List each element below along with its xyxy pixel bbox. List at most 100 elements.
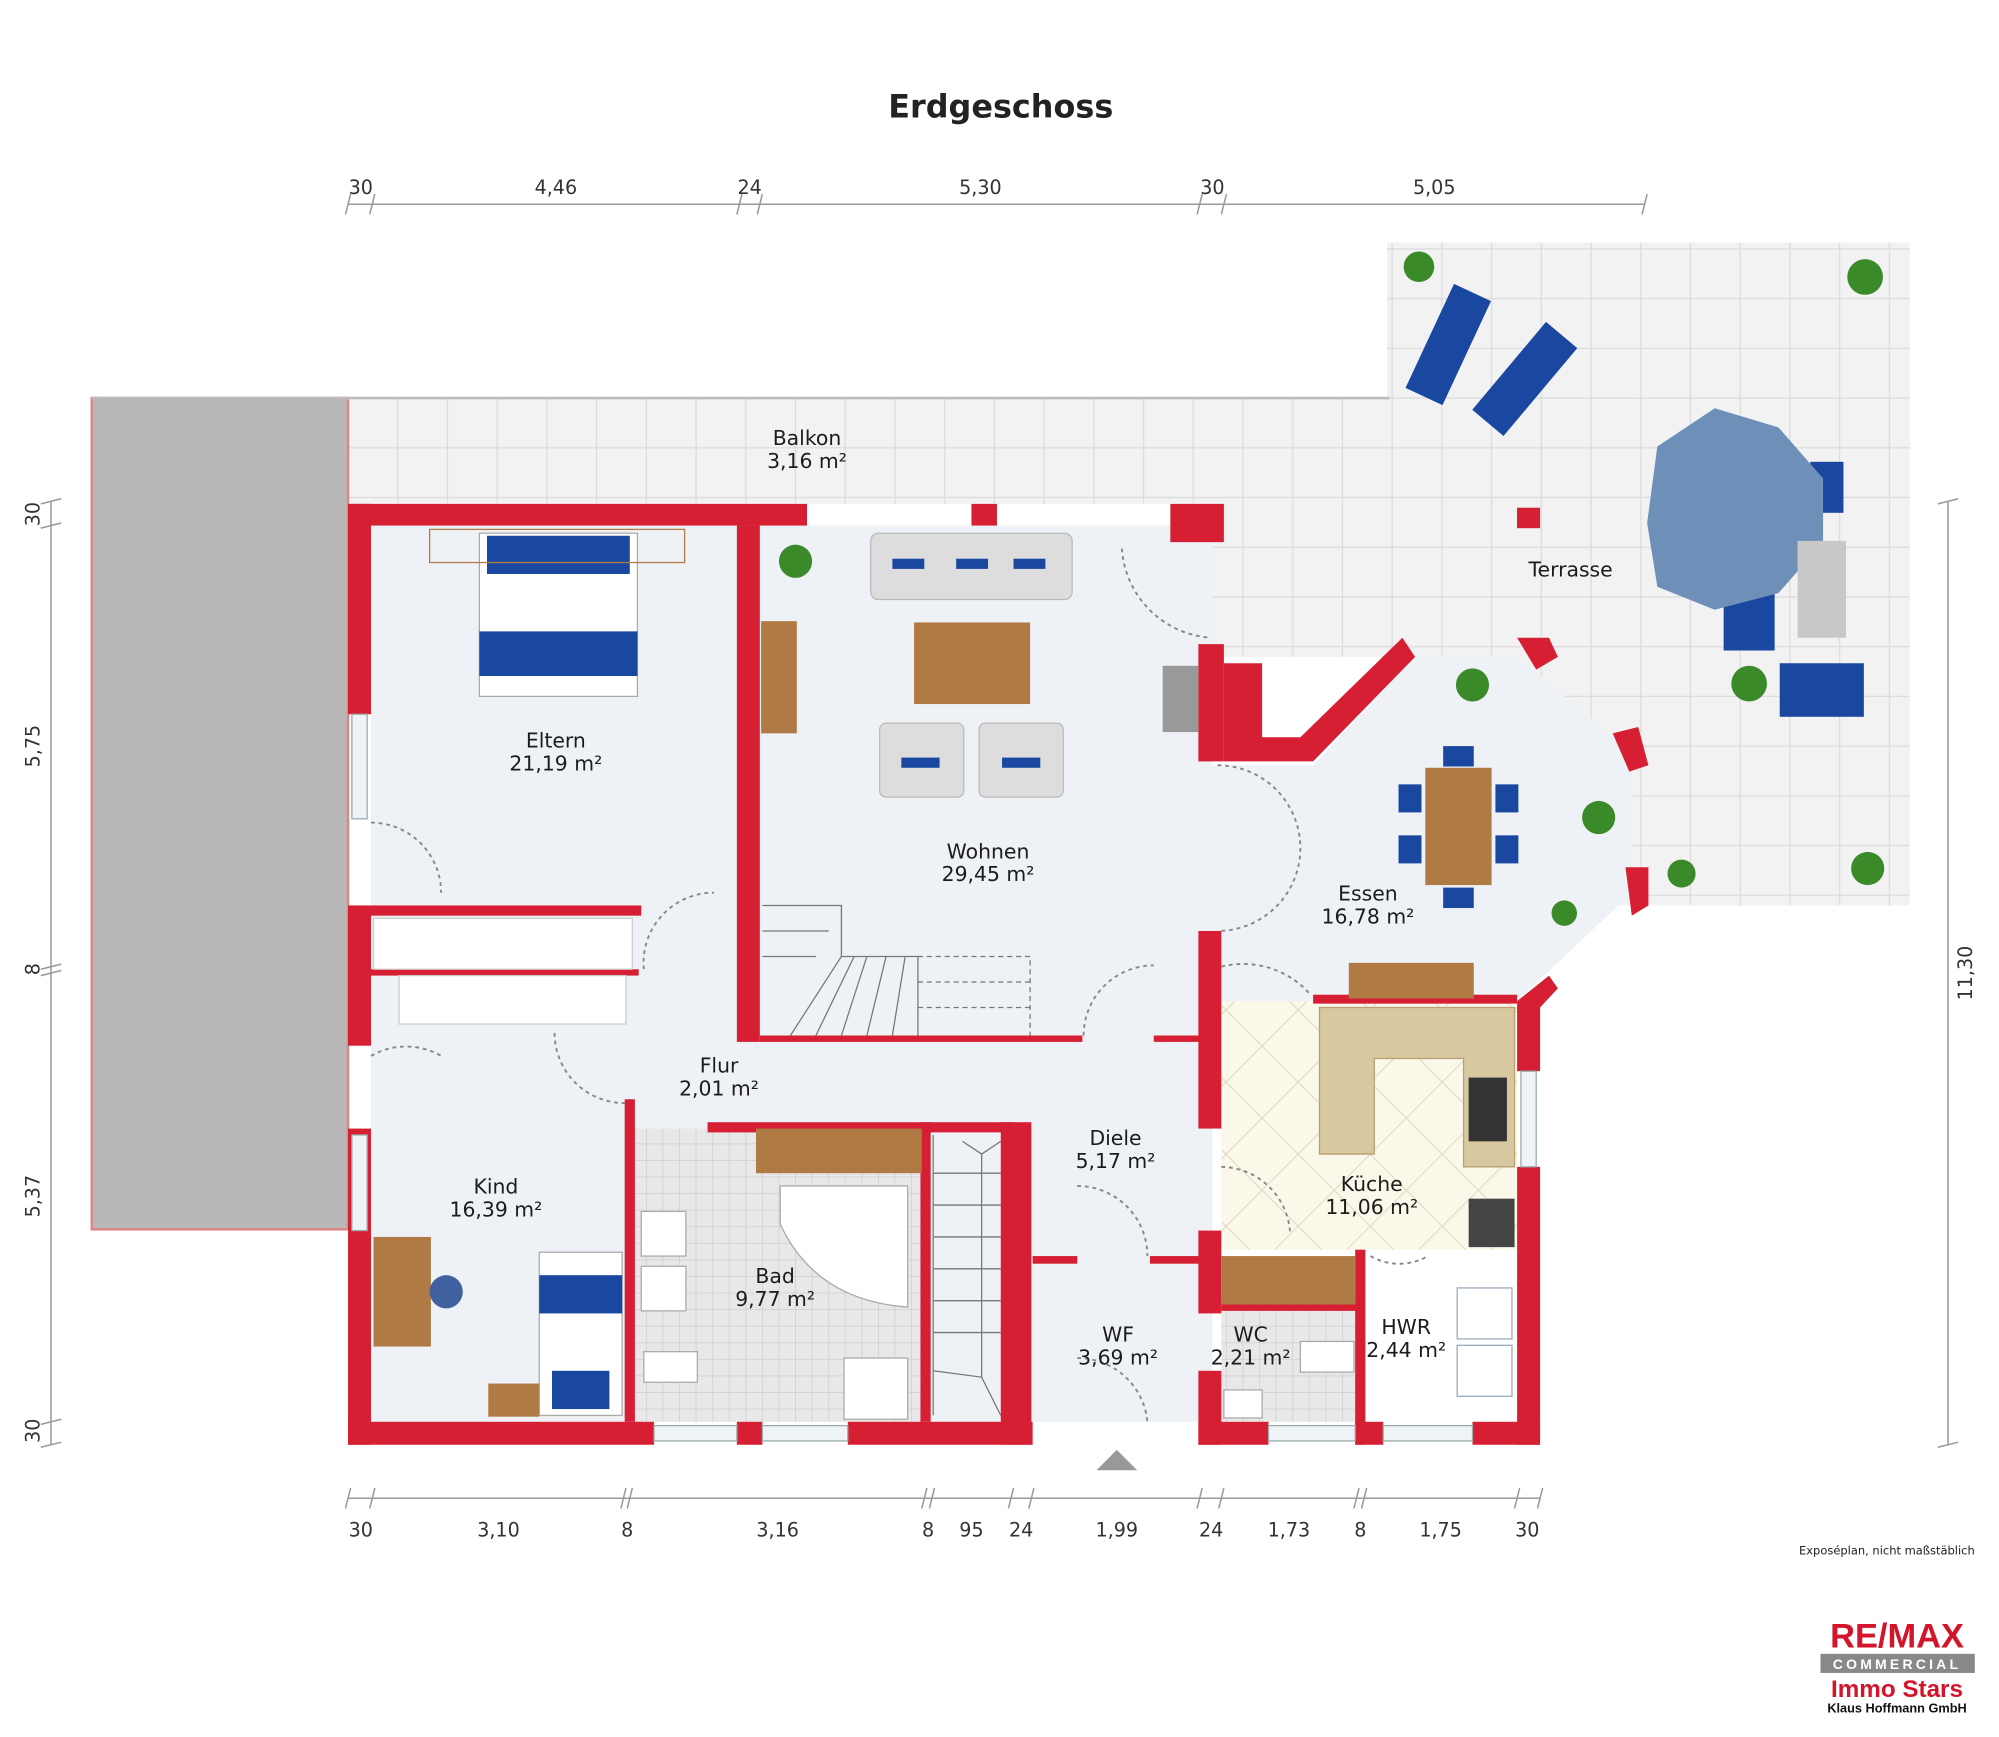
room-name-bad: Bad <box>755 1264 794 1288</box>
wardrobe <box>372 917 633 970</box>
sink <box>640 1210 687 1257</box>
dimension-tick <box>1220 193 1228 215</box>
room-area-diele: 5,17 m² <box>1076 1149 1156 1173</box>
balcony-floor <box>348 398 1394 504</box>
dim-bottom: 8 <box>922 1519 934 1542</box>
staircase <box>762 904 1031 1416</box>
window <box>1267 1424 1356 1442</box>
dim-left: 8 <box>22 963 45 975</box>
window <box>1382 1424 1474 1442</box>
dimension-tick <box>1218 1487 1225 1509</box>
dimension-tick <box>344 193 352 215</box>
door-swings <box>370 548 1429 1422</box>
dimension-tick <box>1513 1487 1521 1509</box>
shower <box>843 1357 909 1420</box>
window <box>351 713 368 820</box>
dimensions-bottom: 30 3,10 8 3,16 8 95 24 1,99 24 1,73 8 1,… <box>349 1519 1540 1542</box>
dim-top: 5,05 <box>1413 176 1456 199</box>
room-area-eltern: 21,19 m² <box>509 751 602 775</box>
coffee-table <box>914 622 1031 705</box>
logo-name: Immo Stars <box>1831 1676 1963 1703</box>
toilet <box>643 1351 698 1383</box>
tv-board <box>761 621 797 734</box>
dimension-tick <box>620 1487 627 1509</box>
dim-bottom: 3,16 <box>756 1519 799 1542</box>
dim-top: 24 <box>737 176 761 199</box>
dimension-tick <box>40 498 62 505</box>
logo-brand: RE/MAX <box>1830 1617 1964 1655</box>
room-area-wf: 3,69 m² <box>1078 1345 1158 1369</box>
room-name-eltern: Eltern <box>526 728 586 752</box>
side-strip <box>90 396 350 1231</box>
corner-bathtub <box>779 1185 909 1308</box>
dim-bottom: 24 <box>1199 1519 1223 1542</box>
room-name-kind: Kind <box>473 1175 518 1199</box>
dim-bottom: 30 <box>349 1519 373 1542</box>
remax-logo: RE/MAX COMMERCIAL Immo Stars Klaus Hoffm… <box>1820 1617 1975 1715</box>
dimension-tick <box>40 963 62 970</box>
dimension-tick <box>344 1487 352 1509</box>
dimension-tick <box>1937 1441 1959 1449</box>
dim-left: 30 <box>22 502 45 526</box>
dim-left: 5,37 <box>22 1175 45 1218</box>
dim-bottom: 3,10 <box>477 1519 520 1542</box>
room-area-essen: 16,78 m² <box>1322 904 1415 928</box>
dim-bottom: 30 <box>1515 1519 1539 1542</box>
window <box>761 1424 849 1442</box>
dimension-lines <box>40 193 1959 1509</box>
room-name-hwr: HWR <box>1381 1315 1431 1339</box>
dimension-tick <box>626 1487 634 1509</box>
dimension-tick <box>756 193 764 215</box>
dim-bottom: 1,73 <box>1268 1519 1311 1542</box>
dimensions-left: 30 5,75 8 5,37 30 <box>22 502 45 1443</box>
room-name-flur: Flur <box>700 1053 739 1077</box>
room-name-balkon: Balkon <box>773 426 842 450</box>
dining-table <box>1425 767 1492 886</box>
desk <box>373 1236 431 1347</box>
dimension-tick <box>1196 193 1203 215</box>
washer <box>1456 1287 1513 1340</box>
logo-company: Klaus Hoffmann GmbH <box>1827 1700 1966 1715</box>
room-area-wc: 2,21 m² <box>1211 1345 1291 1369</box>
entrance-arrow-icon <box>1096 1449 1138 1471</box>
room-area-hwr: 2,44 m² <box>1366 1338 1446 1362</box>
dim-top: 5,30 <box>959 176 1002 199</box>
dim-bottom: 8 <box>621 1519 633 1542</box>
room-name-essen: Essen <box>1338 881 1398 905</box>
room-area-kind: 16,39 m² <box>450 1198 543 1222</box>
dimension-tick <box>40 1418 62 1426</box>
dim-bottom: 95 <box>959 1519 983 1542</box>
sun-lounger <box>1405 283 1491 406</box>
dimension-tick <box>40 1441 62 1449</box>
dim-bottom: 1,75 <box>1419 1519 1462 1542</box>
dimension-tick <box>40 522 62 529</box>
room-area-kueche: 11,06 m² <box>1325 1195 1418 1219</box>
parasol <box>1647 408 1824 610</box>
dim-top: 4,46 <box>535 176 578 199</box>
terrace-floor-lower <box>1211 503 1403 657</box>
dim-bottom: 24 <box>1009 1519 1033 1542</box>
dim-left: 5,75 <box>22 725 45 768</box>
room-area-balkon: 3,16 m² <box>767 449 847 473</box>
dim-right: 11,30 <box>1954 946 1977 1001</box>
room-name-kueche: Küche <box>1341 1172 1403 1196</box>
dimension-tick <box>920 1487 928 1509</box>
window <box>1520 1070 1537 1168</box>
room-name-wf: WF <box>1102 1322 1134 1346</box>
dim-bottom: 1,99 <box>1096 1519 1139 1542</box>
dimension-tick <box>1028 1487 1035 1509</box>
plant <box>778 544 813 578</box>
room-name-wc: WC <box>1233 1322 1267 1346</box>
essen-floor <box>1211 656 1632 1002</box>
plan-title: Erdgeschoss <box>888 88 1113 126</box>
room-labels: Balkon 3,16 m² Terrasse Eltern 21,19 m² … <box>450 426 1613 1369</box>
dimension-tick <box>1360 1487 1368 1509</box>
dimension-tick <box>1353 1487 1360 1509</box>
dim-bottom: 8 <box>1354 1519 1366 1542</box>
dimension-tick <box>368 193 376 215</box>
dim-top: 30 <box>349 176 373 199</box>
window <box>351 1134 368 1232</box>
room-area-wohnen: 29,45 m² <box>942 862 1035 886</box>
dimension-tick <box>928 1487 936 1509</box>
